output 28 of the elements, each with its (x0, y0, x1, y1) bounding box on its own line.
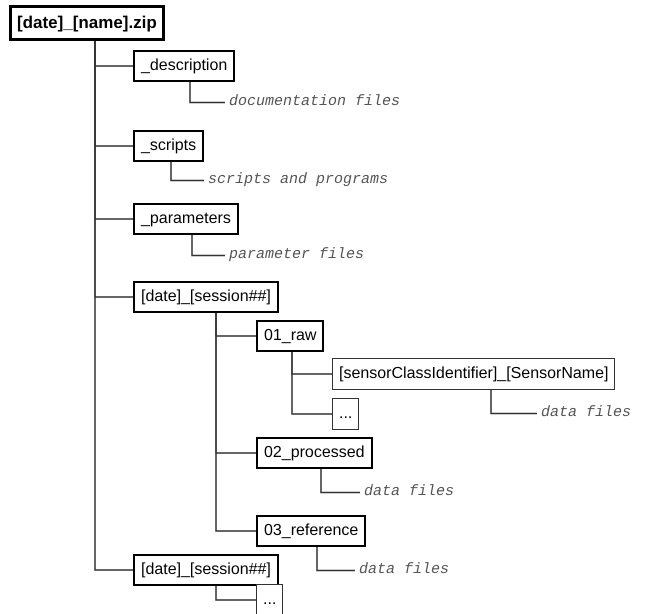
folder-box: ... (332, 398, 360, 430)
annotation-text: data files (364, 481, 454, 504)
annotation-text: documentation files (229, 91, 400, 114)
folder-box: _parameters (133, 203, 239, 235)
folder-box: 01_raw (256, 320, 324, 352)
folder-box: ... (256, 584, 284, 614)
tree-connector (189, 82, 225, 104)
tree-connector (170, 162, 204, 182)
folder-box: _description (133, 50, 236, 82)
folder-box: _scripts (133, 130, 204, 162)
folder-box: 03_reference (256, 515, 366, 547)
tree-connector (215, 313, 256, 532)
folder-box: [date]_[session##] (133, 281, 279, 313)
folder-box: 02_processed (256, 437, 373, 469)
tree-connector (191, 235, 225, 256)
folder-box: [date]_[session##] (133, 554, 279, 586)
tree-connector (94, 41, 133, 571)
tree-connector (316, 547, 355, 572)
annotation-text: parameter files (229, 244, 364, 266)
tree-connector (215, 586, 256, 601)
tree-connector (291, 352, 332, 415)
archive-box: [date]_[name].zip (9, 5, 165, 40)
annotation-text: data files (541, 402, 632, 424)
tree-connector (320, 469, 360, 494)
folder-box: [sensorClassIdentifier]_[SensorName] (332, 358, 616, 390)
annotation-text: scripts and programs (208, 169, 388, 192)
tree-connector (490, 390, 537, 414)
annotation-text: data files (359, 559, 450, 582)
